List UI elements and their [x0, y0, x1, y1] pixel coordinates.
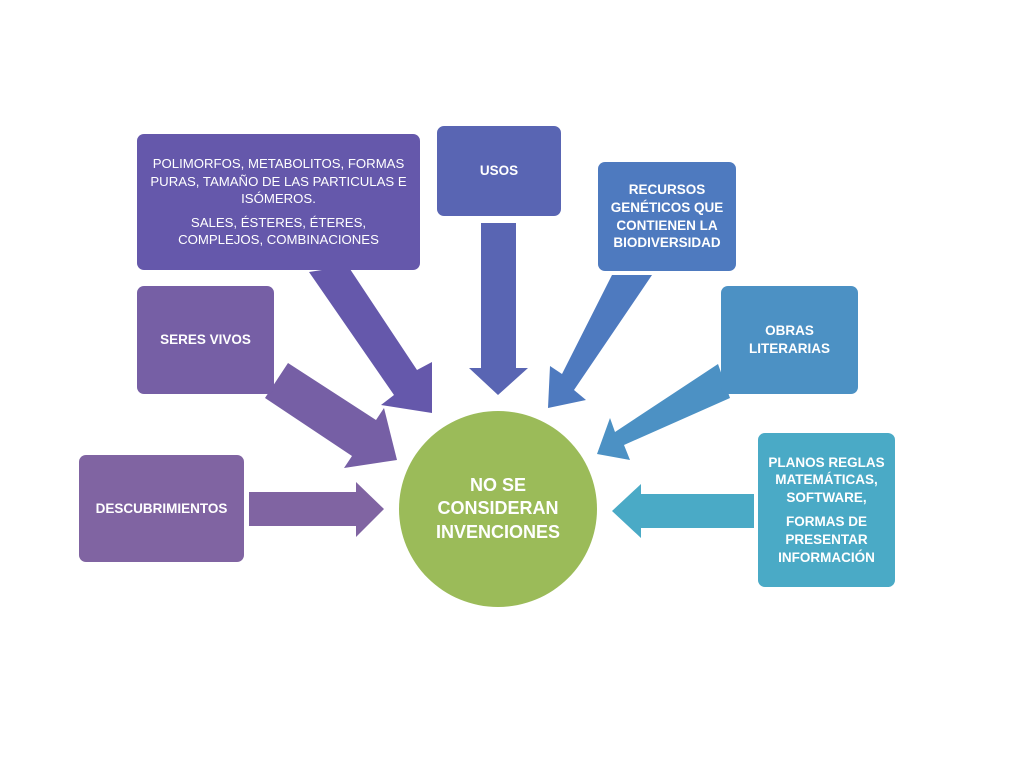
node-usos: USOS: [437, 126, 561, 216]
node-seres-vivos: SERES VIVOS: [137, 286, 274, 394]
node-obras-literarias: OBRAS LITERARIAS: [721, 286, 858, 394]
arrow-descubrimientos: [249, 482, 384, 537]
node-planos-line-1: PLANOS REGLAS MATEMÁTICAS, SOFTWARE,: [768, 454, 885, 506]
node-planos-line-2: FORMAS DE PRESENTAR INFORMACIÓN: [778, 514, 875, 565]
arrow-recursos-geneticos: [548, 275, 652, 408]
node-obras-literarias-label: OBRAS LITERARIAS: [749, 323, 830, 356]
node-descubrimientos-label: DESCUBRIMIENTOS: [95, 500, 228, 516]
node-planos: PLANOS REGLAS MATEMÁTICAS, SOFTWARE, FOR…: [758, 433, 895, 587]
arrow-planos: [612, 484, 754, 538]
node-descubrimientos: DESCUBRIMIENTOS: [79, 455, 244, 562]
node-usos-label: USOS: [479, 163, 519, 179]
hub-circle: NO SE CONSIDERAN INVENCIONES: [399, 411, 597, 607]
node-seres-vivos-label: SERES VIVOS: [160, 332, 251, 348]
node-recursos-geneticos: RECURSOS GENÉTICOS QUE CONTIENEN LA BIOD…: [598, 162, 736, 271]
node-polimorfos: POLIMORFOS, METABOLITOS, FORMAS PURAS, T…: [137, 134, 420, 270]
node-polimorfos-line-1: POLIMORFOS, METABOLITOS, FORMAS PURAS, T…: [150, 156, 407, 207]
node-polimorfos-line-2: SALES, ÉSTERES, ÉTERES, COMPLEJOS, COMBI…: [178, 214, 379, 248]
hub-label: NO SE CONSIDERAN INVENCIONES: [435, 474, 561, 542]
arrow-obras-literarias: [597, 364, 730, 460]
arrow-seres-vivos: [265, 363, 397, 468]
arrow-polimorfos: [309, 266, 432, 413]
arrow-usos: [469, 223, 528, 395]
node-recursos-geneticos-label: RECURSOS GENÉTICOS QUE CONTIENEN LA BIOD…: [610, 181, 724, 251]
